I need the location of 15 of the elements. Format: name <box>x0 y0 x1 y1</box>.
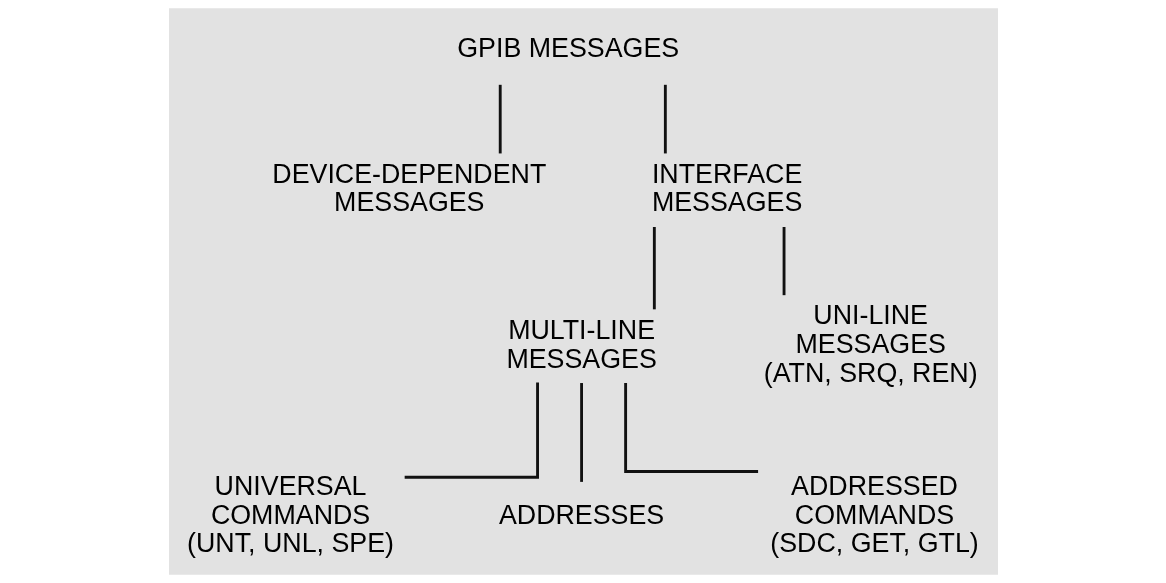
node-text: ADDRESSES <box>498 499 664 530</box>
node-text: INTERFACE MESSAGES <box>651 158 802 218</box>
connector <box>498 84 502 154</box>
node-text: DEVICE-DEPENDENT MESSAGES <box>271 158 546 218</box>
node-text: ADDRESSED COMMANDS (SDC, GET, GTL) <box>769 470 979 559</box>
node-text: MULTI-LINE MESSAGES <box>505 314 657 374</box>
node-text: UNI-LINE MESSAGES (ATN, SRQ, REN) <box>763 300 978 388</box>
connector <box>579 383 583 482</box>
node-text: GPIB MESSAGES <box>456 33 679 64</box>
connector <box>623 383 758 473</box>
connector <box>663 84 667 154</box>
node-text: UNIVERSAL COMMANDS (UNT, UNL, SPE) <box>186 470 394 559</box>
connector <box>404 382 539 479</box>
connector <box>782 227 785 296</box>
connector <box>652 227 656 310</box>
